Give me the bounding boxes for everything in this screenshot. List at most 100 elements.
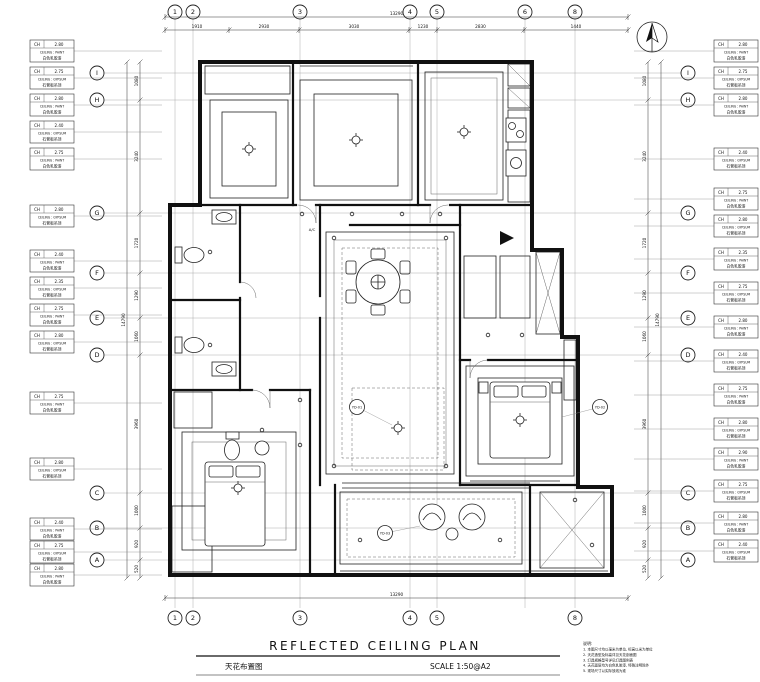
callout-code: CH: [718, 284, 724, 289]
sink-basin: [215, 212, 233, 222]
note-line: 3. 灯具规格型号详见灯具图例表: [583, 657, 633, 662]
dining-chair: [345, 260, 357, 275]
ceiling-light-icon: [513, 413, 527, 427]
kitchen-ceiling: [424, 71, 504, 201]
callout-height: 2.80: [739, 514, 748, 519]
downlight-icon: [349, 211, 355, 217]
grid-bubble-label: E: [686, 314, 690, 322]
downlight-icon: [357, 537, 363, 543]
downlight-icon: [437, 211, 443, 217]
grid-bubble: [167, 4, 183, 20]
toilet-tank: [174, 336, 183, 354]
window-line: [342, 482, 530, 489]
callout-finish-cn: 石膏板吊顶: [43, 557, 62, 562]
grid-bubble: [89, 485, 105, 501]
callout-height: 2.75: [739, 386, 748, 391]
grid-bubble: [185, 4, 201, 20]
north-needle-dark: [646, 23, 652, 42]
sink-basin: [215, 364, 233, 374]
note-line: 2. 天花造型及标高详见天花剖面图: [583, 652, 637, 657]
grid-bubble: [89, 310, 105, 326]
pillow: [493, 385, 519, 398]
grid-bubble: [680, 65, 696, 81]
callout-finish-en: CEILING : PAINT: [724, 395, 748, 399]
dimension-label: 1080: [134, 75, 139, 86]
grid-bubble-label: F: [95, 269, 99, 277]
callout-code: CH: [718, 217, 724, 222]
dimension-label: 3960: [134, 418, 139, 429]
callout-code: CH: [34, 460, 40, 465]
callout-finish-cn: 石膏板吊顶: [727, 434, 746, 439]
drawing-scale: SCALE 1:50@A2: [430, 662, 491, 671]
callout-finish-cn: 白色乳胶漆: [727, 464, 746, 469]
callout-finish-en: CEILING : PAINT: [724, 51, 748, 55]
callout-height: 2.40: [739, 352, 748, 357]
dining-table: [355, 259, 401, 305]
nightstand: [478, 381, 489, 394]
dimension-label: 14790: [655, 313, 660, 327]
callout-height: 2.40: [739, 150, 748, 155]
grid-bubble: [89, 265, 105, 281]
callout-height: 2.80: [739, 217, 748, 222]
callout-height: 2.75: [739, 69, 748, 74]
master-bed: [489, 381, 551, 459]
toilet-bowl: [183, 247, 205, 263]
grid-bubble: [429, 4, 445, 20]
callout-finish-en: CEILING : GYPSUM: [722, 491, 751, 495]
downlight-icon: [297, 442, 303, 448]
closet-hatch: [173, 391, 213, 429]
balcony-ceiling: [339, 491, 523, 565]
grid-bubble-label: G: [94, 209, 99, 217]
grid-bubble-label: D: [94, 351, 99, 359]
ceiling-light-icon: [242, 142, 256, 156]
callout-finish-en: CEILING : GYPSUM: [38, 216, 67, 220]
grid-bubble-label: 5: [435, 8, 439, 16]
callout-code: CH: [718, 318, 724, 323]
family-zone-dashed: [351, 387, 445, 471]
grid-bubble: [680, 265, 696, 281]
downlight-icon: [443, 463, 449, 469]
fixture-tag: YD-01: [349, 399, 393, 426]
callout-finish-en: CEILING : GYPSUM: [722, 551, 751, 555]
grid-lines: [104, 19, 681, 608]
dining-chair: [399, 289, 411, 304]
grid-bubble: [680, 310, 696, 326]
callout-finish-en: CEILING : PAINT: [40, 575, 64, 579]
callout-finish-en: CEILING : PAINT: [724, 259, 748, 263]
fixture-tag-label: YD-03: [380, 531, 390, 535]
door-arc: [429, 204, 449, 224]
callout-finish-en: CEILING : PAINT: [40, 159, 64, 163]
callout-finish-cn: 石膏板吊顶: [727, 496, 746, 501]
dining-chair: [399, 260, 411, 275]
callout-height: 2.80: [739, 96, 748, 101]
callout-finish-cn: 石膏板吊顶: [727, 164, 746, 169]
callout-finish-cn: 白色乳胶漆: [43, 408, 62, 413]
callout-code: CH: [718, 150, 724, 155]
furniture-symbols: [174, 117, 562, 547]
callout-height: 2.80: [739, 420, 748, 425]
ceiling-light-icon: [231, 481, 245, 495]
callout-finish-en: CEILING : GYPSUM: [38, 469, 67, 473]
callout-finish-cn: 石膏板吊顶: [43, 137, 62, 142]
kitchen-sink-basin: [510, 157, 522, 169]
grid-bubble-label: 8: [573, 8, 577, 16]
callout-finish-cn: 石膏板吊顶: [43, 474, 62, 479]
door-arc: [469, 359, 489, 379]
callout-finish-cn: 石膏板吊顶: [43, 347, 62, 352]
grid-bubble-label: A: [686, 556, 691, 564]
north-needle-light: [651, 22, 659, 43]
callout-height: 2.35: [55, 279, 64, 284]
dimension-label: 1910: [192, 24, 203, 29]
grid-bubble: [567, 4, 583, 20]
grid-bubble: [89, 65, 105, 81]
